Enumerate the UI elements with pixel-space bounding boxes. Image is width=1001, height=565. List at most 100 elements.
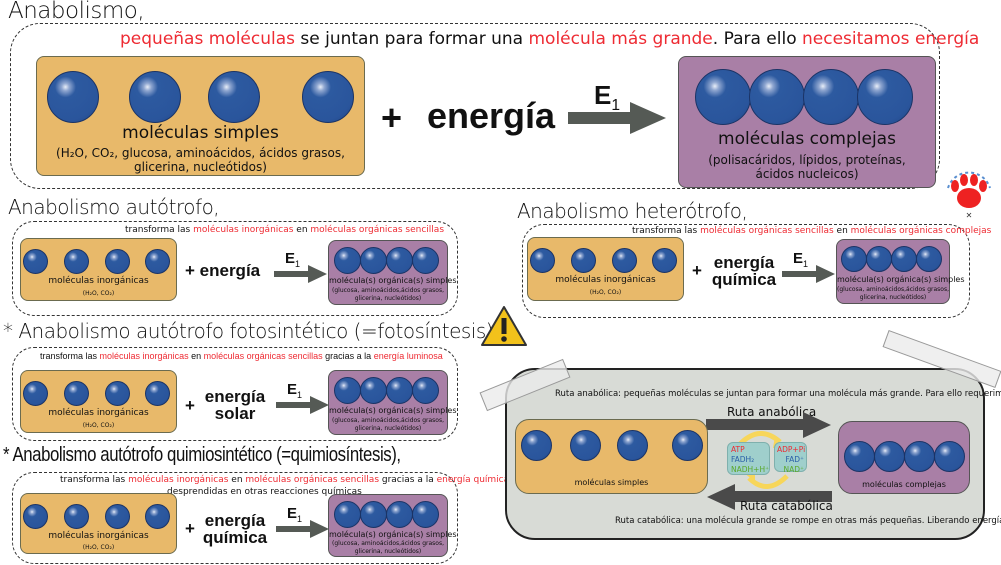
- desc-highlight: energía química: [436, 475, 510, 485]
- inorganic-examples: (H₂O, CO₂): [82, 422, 115, 429]
- fotosintetico-description: transforma las moléculas inorgánicas en …: [40, 351, 443, 361]
- molecule-sphere: [412, 247, 439, 274]
- molecule-sphere: [803, 69, 859, 125]
- molecule-sphere: [695, 69, 751, 125]
- molecule-sphere: [360, 247, 387, 274]
- molecule-sphere: [105, 504, 130, 529]
- catabolic-description: Ruta catabólica: una molécula grande se …: [615, 516, 1001, 526]
- molecule-sphere: [64, 504, 89, 529]
- organic-examples: (glucosa, aminoácidos,ácidos grasos,: [332, 287, 444, 294]
- molecule-sphere: [857, 69, 913, 125]
- main-dashed-frame: [10, 23, 940, 189]
- fotosintetico-title: * Anabolismo autótrofo fotosintético (=f…: [3, 319, 499, 343]
- simple-molecules-examples: (H₂O, CO₂, glucosa, aminoácidos, ácidos …: [56, 146, 345, 160]
- simple-molecules-box: moléculas simples (H₂O, CO₂, glucosa, am…: [36, 56, 365, 176]
- arrow-icon: [782, 265, 835, 283]
- enzyme-label: E1: [287, 381, 302, 400]
- svg-text:✕: ✕: [966, 211, 973, 220]
- arrow-icon: [568, 102, 666, 134]
- desc-highlight: moléculas orgánicas sencillas: [245, 475, 380, 485]
- complex-molecules-label: moléculas complejas: [862, 480, 946, 489]
- molecule-sphere: [105, 249, 130, 274]
- molecule-sphere: [23, 249, 48, 274]
- molecule-sphere: [891, 246, 917, 272]
- desc-text: en: [188, 351, 204, 361]
- inorganic-molecules-box: moléculas inorgánicas (H₂O, CO₂): [20, 238, 177, 301]
- inorganic-molecules-box: moléculas inorgánicas (H₂O, CO₂): [527, 237, 684, 301]
- organic-label: molécula(s) orgánica(s) simples: [329, 530, 457, 539]
- enzyme-letter: E: [287, 381, 298, 398]
- molecule-sphere: [617, 430, 648, 461]
- enzyme-subscript: 1: [803, 259, 809, 269]
- nad-label: NAD⁺: [783, 465, 804, 474]
- plus-sign: +: [381, 97, 403, 138]
- desc-text: gracias a la: [379, 475, 437, 485]
- heterotrofo-title: Anabolismo heterótrofo,: [517, 199, 748, 223]
- molecule-sphere: [23, 504, 48, 529]
- anabolic-arrow-icon: [706, 412, 831, 438]
- enzyme-label: E1: [594, 80, 620, 115]
- fadh2-label: FADH₂: [731, 455, 755, 464]
- desc-text: se juntan para formar una: [295, 29, 529, 49]
- catabolic-route-label: Ruta catabólica: [740, 499, 833, 513]
- autotrofo-title: Anabolismo autótrofo,: [8, 195, 220, 219]
- organic-molecules-box: molécula(s) orgánica(s) simples (glucosa…: [836, 239, 965, 304]
- organic-label: molécula(s) orgánica(s) simples: [837, 275, 965, 284]
- enzyme-subscript: 1: [297, 514, 303, 524]
- desc-highlight: moléculas orgánicas sencillas: [203, 351, 323, 361]
- simple-molecules-label: moléculas simples: [574, 478, 649, 487]
- desc-text: transforma las: [632, 226, 701, 236]
- nadh-label: NADH+H⁺: [731, 465, 770, 474]
- energy-label: + energía: [185, 261, 261, 280]
- energy-word: energía: [204, 387, 266, 406]
- molecule-sphere: [208, 71, 260, 123]
- quimiosintetico-description: transforma las moléculas inorgánicas en …: [60, 475, 509, 485]
- enzyme-letter: E: [594, 80, 612, 110]
- autotrofo-frame: [12, 221, 458, 316]
- organic-examples: (glucosa, aminoácidos,ácidos grasos,: [332, 540, 444, 547]
- molecule-sphere: [612, 248, 637, 273]
- fad-label: FAD⁺: [785, 455, 805, 464]
- molecule-sphere: [412, 377, 439, 404]
- complex-molecules-box: moléculas complejas (polisacáridos, lípi…: [678, 56, 936, 188]
- molecule-sphere: [874, 441, 905, 472]
- energy-word: energía: [204, 511, 266, 530]
- energy-type: química: [202, 528, 268, 547]
- molecule-sphere: [866, 246, 892, 272]
- arrow-icon: [276, 520, 329, 538]
- inorganic-examples: (H₂O, CO₂): [82, 544, 115, 551]
- enzyme-subscript: 1: [611, 97, 621, 115]
- inorganic-label: moléculas inorgánicas: [48, 531, 149, 541]
- desc-highlight: moléculas inorgánicas: [193, 225, 294, 235]
- molecule-sphere: [129, 71, 181, 123]
- molecule-sphere: [360, 501, 387, 528]
- molecule-sphere: [23, 381, 48, 406]
- simple-molecules-examples: glicerina, nucleótidos): [134, 160, 267, 174]
- arrow-icon: [276, 396, 329, 414]
- organic-examples: glicerina, nucleótidos): [354, 548, 422, 555]
- desc-text: en: [833, 226, 851, 236]
- enzyme-label: E1: [793, 250, 808, 269]
- energy-type: solar: [214, 404, 256, 423]
- enzyme-label: E1: [285, 250, 300, 269]
- molecule-sphere: [570, 430, 601, 461]
- molecule-sphere: [145, 249, 170, 274]
- complex-molecules-examples: ácidos nucleicos): [755, 167, 859, 181]
- autotrofo-description: transforma las moléculas inorgánicas en …: [125, 225, 444, 235]
- molecule-sphere: [334, 501, 361, 528]
- molecule-sphere: [521, 430, 552, 461]
- inorganic-molecules-box: moléculas inorgánicas (H₂O, CO₂): [20, 493, 177, 554]
- arrow-icon: [274, 265, 327, 283]
- molecule-sphere: [904, 441, 935, 472]
- molecule-sphere: [47, 71, 99, 123]
- desc-highlight: moléculas inorgánicas: [128, 475, 229, 485]
- main-title: Anabolismo,: [8, 0, 145, 24]
- molecule-sphere: [105, 381, 130, 406]
- desc-highlight: moléculas orgánicas complejas: [850, 226, 992, 236]
- molecule-sphere: [530, 248, 555, 273]
- organic-examples: glicerina, nucleótidos): [859, 294, 927, 301]
- anabolic-route-label: Ruta anabólica: [727, 405, 817, 419]
